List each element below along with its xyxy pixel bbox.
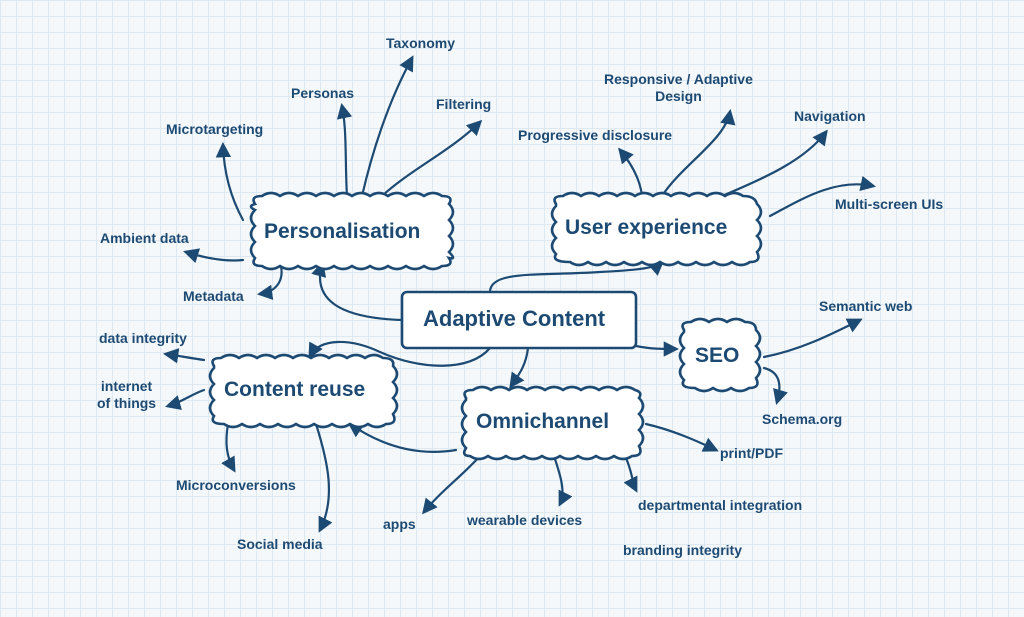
connector-wearable xyxy=(552,454,573,507)
wearable-devices-label: wearable devices xyxy=(467,512,583,528)
content-reuse-connectors xyxy=(162,348,333,533)
user-experience-label: User experience xyxy=(565,216,728,239)
branding-integrity-label: branding integrity xyxy=(623,542,742,558)
microtargeting-label: Microtargeting xyxy=(166,121,264,137)
responsive-adaptive-design-label: Responsive / Adaptive Design xyxy=(604,71,753,105)
connector-multi-screen xyxy=(768,175,877,218)
connector-progressive-disclosure xyxy=(618,147,644,198)
seo-node xyxy=(678,317,762,393)
semantic-web-label: Semantic web xyxy=(819,298,913,314)
connector-microconversions xyxy=(221,422,236,473)
connector-apps xyxy=(422,454,482,515)
user-experience-connectors xyxy=(618,108,877,218)
apps-label: apps xyxy=(383,516,416,532)
connector-taxonomy xyxy=(360,55,414,198)
navigation-label: Navigation xyxy=(794,108,866,124)
iot-line-2: of things xyxy=(97,395,157,411)
adaptive-content-box xyxy=(400,290,638,350)
omnichannel-node xyxy=(460,385,645,461)
connector-omnichannel-content-reuse xyxy=(347,422,458,453)
connector-schema-org xyxy=(762,366,788,405)
connector-center-user-experience xyxy=(488,259,665,294)
personalisation-connectors xyxy=(183,55,483,300)
connector-filtering xyxy=(380,119,483,198)
connector-center-seo xyxy=(634,341,680,357)
responsive-line-2: Design xyxy=(655,88,702,104)
seo-label: SEO xyxy=(695,344,740,367)
connector-semantic-web xyxy=(762,318,863,359)
personalisation-node xyxy=(249,191,455,271)
seo-connectors xyxy=(762,318,863,405)
progressive-disclosure-label: Progressive disclosure xyxy=(518,127,673,143)
connector-microtargeting xyxy=(215,141,245,222)
connector-print-pdf xyxy=(644,422,719,452)
center-connectors xyxy=(308,259,680,389)
connector-ambient-data xyxy=(183,248,245,264)
social-media-label: Social media xyxy=(237,536,323,552)
connector-departmental xyxy=(623,454,638,493)
taxonomy-label: Taxonomy xyxy=(386,35,455,51)
multi-screen-uis-label: Multi-screen UIs xyxy=(835,196,944,212)
ambient-data-label: Ambient data xyxy=(100,230,189,246)
responsive-line-1: Responsive / Adaptive xyxy=(604,71,753,87)
iot-line-1: internet xyxy=(100,378,153,394)
personalisation-label: Personalisation xyxy=(264,220,421,243)
connector-data-integrity xyxy=(162,348,206,364)
personas-label: Personas xyxy=(291,85,355,101)
connector-personas xyxy=(336,102,353,198)
metadata-label: Metadata xyxy=(183,288,244,304)
print-pdf-label: print/PDF xyxy=(720,445,783,461)
omnichannel-label: Omnichannel xyxy=(476,410,610,433)
connector-social-media xyxy=(314,422,333,533)
connector-center-omnichannel xyxy=(509,346,530,389)
connector-center-content-reuse xyxy=(308,340,492,367)
user-experience-node xyxy=(550,191,763,267)
data-integrity-label: data integrity xyxy=(99,330,187,346)
content-reuse-node xyxy=(208,353,399,429)
internet-of-things-label: internet of things xyxy=(97,378,156,412)
connector-responsive-design xyxy=(660,108,736,198)
content-reuse-label: Content reuse xyxy=(224,378,366,401)
microconversions-label: Microconversions xyxy=(176,477,296,493)
filtering-label: Filtering xyxy=(436,96,492,112)
departmental-integration-label: departmental integration xyxy=(638,497,803,513)
connector-center-personalisation xyxy=(311,261,404,322)
schema-org-label: Schema.org xyxy=(762,411,843,427)
connector-navigation xyxy=(720,129,828,198)
connector-iot xyxy=(165,388,206,411)
adaptive-content-label: Adaptive Content xyxy=(423,306,606,331)
connector-metadata xyxy=(256,264,283,300)
